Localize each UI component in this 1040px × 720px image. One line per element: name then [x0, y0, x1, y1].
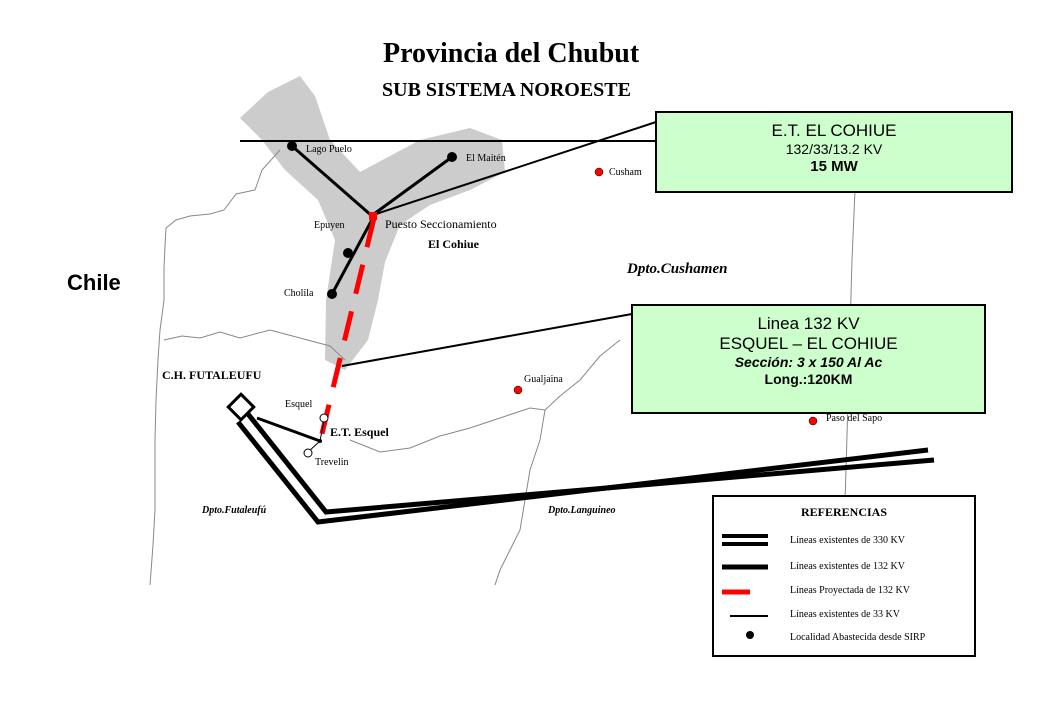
legend-symbols — [722, 534, 768, 639]
lines-330kv — [236, 412, 935, 525]
page-title: Provincia del Chubut — [383, 38, 640, 69]
town-markers — [287, 141, 818, 458]
callout-cohiue-voltage: 132/33/13.2 KV — [785, 141, 883, 158]
epuyen-marker — [343, 248, 353, 258]
puesto-marker — [369, 212, 377, 220]
town-cushamen: Cusham — [609, 167, 642, 178]
station-esquel: E.T. Esquel — [330, 425, 389, 439]
puesto-label: Puesto Seccionamiento — [385, 217, 497, 231]
callout-linea-length: Long.:120KM — [764, 370, 853, 387]
esquel-marker — [319, 413, 329, 423]
town-esquel: Esquel — [285, 399, 313, 410]
lines-33kv — [256, 144, 453, 443]
dept-futaleufu: Dpto.Futaleufú — [202, 505, 267, 516]
legend-locality-symbol — [746, 631, 754, 639]
references-legend: REFERENCIAS Líneas existentes de 330 KV … — [712, 495, 976, 657]
puesto-name: El Cohiue — [428, 237, 480, 251]
callout-linea-section: Sección: 3 x 150 Al Ac — [734, 354, 883, 371]
trevelin-marker — [303, 448, 313, 458]
gualjaina-marker — [513, 385, 523, 395]
references-title: REFERENCIAS — [800, 505, 887, 519]
callout-cohiue-title: E.T. EL COHIUE — [771, 121, 897, 140]
page-subtitle: SUB SISTEMA NOROESTE — [382, 79, 631, 101]
callout-linea-title: Linea 132 KV — [757, 314, 860, 333]
country-label: Chile — [67, 270, 121, 295]
leader-linea — [341, 313, 633, 367]
et-esquel-marker — [318, 439, 322, 443]
callout-cohiue-power: 15 MW — [810, 157, 858, 175]
region-label: Dpto.Cushamen — [627, 261, 728, 277]
projected-132kv-line — [317, 217, 377, 443]
town-epuyen: Epuyen — [314, 220, 345, 231]
town-gualjaina: Gualjaina — [524, 374, 563, 385]
callout-linea-route: ESQUEL – EL COHIUE — [719, 334, 898, 354]
el-maiten-marker — [447, 152, 457, 162]
town-trevelin: Trevelin — [315, 457, 349, 468]
cushamen-marker — [594, 167, 604, 177]
town-cholila: Cholila — [284, 288, 314, 299]
leader-cohiue — [375, 121, 657, 215]
town-el-maiten: El Maitén — [466, 153, 506, 164]
cholila-marker — [327, 289, 337, 299]
dept-languineo: Dpto.Languineo — [548, 505, 616, 516]
legend-item-locality: Localidad Abastecida desde SIRP — [790, 632, 926, 643]
legend-item-projected: Líneas Proyectada de 132 KV — [790, 585, 910, 596]
town-lago-puelo: Lago Puelo — [306, 144, 352, 155]
callout-linea-132kv: Linea 132 KV ESQUEL – EL COHIUE Sección:… — [631, 304, 986, 414]
legend-item-330kv: Líneas existentes de 330 KV — [790, 535, 905, 546]
futaleufu-plant-icon — [226, 392, 256, 422]
paso-del-sapo-marker — [808, 416, 818, 426]
callout-et-el-cohiue: E.T. EL COHIUE 132/33/13.2 KV 15 MW — [655, 111, 1013, 193]
town-paso-del-sapo: Paso del Sapo — [826, 413, 883, 424]
station-futaleufu: C.H. FUTALEUFU — [162, 368, 262, 382]
lago-puelo-marker — [287, 141, 297, 151]
legend-item-33kv: Líneas existentes de 33 KV — [790, 609, 900, 620]
legend-item-132kv: Líneas existentes de 132 KV — [790, 561, 905, 572]
